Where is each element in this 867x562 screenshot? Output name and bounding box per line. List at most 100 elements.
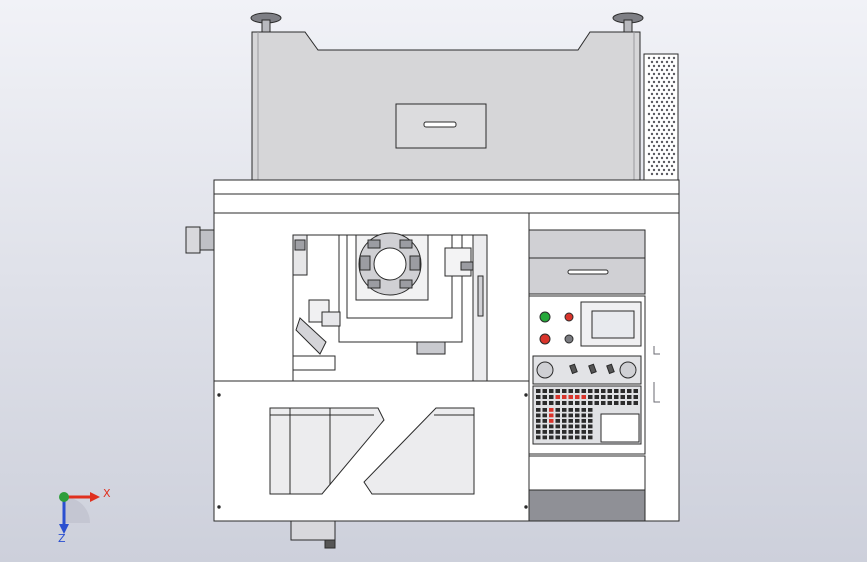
keyboard-key[interactable] — [575, 413, 580, 418]
keyboard-key[interactable] — [555, 413, 561, 418]
keyboard-key[interactable] — [581, 401, 587, 405]
keyboard-key[interactable] — [542, 395, 548, 399]
keyboard-key[interactable] — [542, 408, 548, 412]
keyboard-key[interactable] — [620, 389, 626, 393]
keyboard-key[interactable] — [568, 389, 574, 393]
keyboard-key[interactable] — [568, 435, 574, 440]
keyboard-key[interactable] — [542, 413, 548, 418]
keyboard-key[interactable] — [575, 395, 580, 399]
keyboard-key[interactable] — [549, 389, 554, 393]
keyboard-key[interactable] — [536, 389, 541, 393]
keyboard-key[interactable] — [536, 419, 541, 423]
keyboard-key[interactable] — [588, 435, 593, 440]
keyboard-key[interactable] — [607, 389, 613, 393]
keyboard-key[interactable] — [562, 430, 567, 434]
keyboard-key[interactable] — [588, 430, 593, 434]
keyboard-key[interactable] — [562, 424, 567, 429]
keyboard-key[interactable] — [555, 419, 561, 423]
keyboard-key[interactable] — [575, 435, 580, 440]
keyboard-key[interactable] — [549, 395, 554, 399]
keyboard-key[interactable] — [627, 401, 632, 405]
keyboard-key[interactable] — [568, 419, 574, 423]
keyboard-key[interactable] — [601, 401, 606, 405]
keyboard-key[interactable] — [601, 395, 606, 399]
keyboard-key[interactable] — [581, 424, 587, 429]
keyboard-key[interactable] — [562, 408, 567, 412]
keyboard-key[interactable] — [562, 435, 567, 440]
keyboard-key[interactable] — [588, 413, 593, 418]
keyboard-key[interactable] — [607, 395, 613, 399]
keyboard-key[interactable] — [581, 419, 587, 423]
keyboard-key[interactable] — [594, 401, 600, 405]
keyboard-key[interactable] — [614, 395, 619, 399]
keyboard-key[interactable] — [568, 430, 574, 434]
keyboard-key[interactable] — [575, 408, 580, 412]
keyboard-key[interactable] — [549, 424, 554, 429]
keyboard-key[interactable] — [555, 408, 561, 412]
keyboard-key[interactable] — [542, 389, 548, 393]
keyboard-key[interactable] — [542, 424, 548, 429]
keyboard-key[interactable] — [562, 401, 567, 405]
keyboard-key[interactable] — [581, 435, 587, 440]
keyboard-key[interactable] — [575, 401, 580, 405]
keyboard-key[interactable] — [581, 389, 587, 393]
keyboard-key[interactable] — [627, 389, 632, 393]
keyboard-key[interactable] — [568, 401, 574, 405]
keyboard-key[interactable] — [549, 419, 554, 423]
keyboard-key[interactable] — [581, 408, 587, 412]
keyboard-key[interactable] — [536, 435, 541, 440]
keyboard-key[interactable] — [575, 430, 580, 434]
keyboard-key[interactable] — [536, 430, 541, 434]
keyboard-key[interactable] — [568, 395, 574, 399]
keyboard-key[interactable] — [633, 389, 639, 393]
keyboard-key[interactable] — [581, 395, 587, 399]
keyboard-key[interactable] — [627, 395, 632, 399]
keyboard-key[interactable] — [536, 413, 541, 418]
keyboard-key[interactable] — [536, 401, 541, 405]
keyboard-key[interactable] — [549, 430, 554, 434]
keyboard-key[interactable] — [549, 408, 554, 412]
keyboard-key[interactable] — [575, 389, 580, 393]
keyboard-key[interactable] — [542, 401, 548, 405]
keyboard-key[interactable] — [562, 413, 567, 418]
keyboard-key[interactable] — [588, 395, 593, 399]
keyboard-key[interactable] — [620, 395, 626, 399]
keyboard-key[interactable] — [555, 430, 561, 434]
keyboard-key[interactable] — [607, 401, 613, 405]
keyboard-key[interactable] — [562, 389, 567, 393]
keyboard-key[interactable] — [542, 435, 548, 440]
keyboard-key[interactable] — [601, 389, 606, 393]
keyboard-key[interactable] — [575, 419, 580, 423]
keyboard-key[interactable] — [588, 408, 593, 412]
keyboard-key[interactable] — [562, 419, 567, 423]
keyboard-key[interactable] — [549, 401, 554, 405]
keyboard-key[interactable] — [588, 424, 593, 429]
keyboard-key[interactable] — [555, 395, 561, 399]
keyboard-key[interactable] — [620, 401, 626, 405]
keyboard-key[interactable] — [542, 419, 548, 423]
keyboard-key[interactable] — [588, 401, 593, 405]
keyboard-key[interactable] — [536, 424, 541, 429]
keyboard-key[interactable] — [594, 395, 600, 399]
keyboard-key[interactable] — [562, 395, 567, 399]
keyboard-key[interactable] — [581, 413, 587, 418]
keyboard-key[interactable] — [594, 389, 600, 393]
keyboard-key[interactable] — [568, 408, 574, 412]
keyboard-key[interactable] — [633, 401, 639, 405]
keyboard-key[interactable] — [549, 413, 554, 418]
keyboard-key[interactable] — [614, 401, 619, 405]
keyboard-key[interactable] — [555, 389, 561, 393]
keyboard-key[interactable] — [581, 430, 587, 434]
keyboard-key[interactable] — [614, 389, 619, 393]
keyboard-key[interactable] — [575, 424, 580, 429]
keyboard-key[interactable] — [536, 395, 541, 399]
keyboard-key[interactable] — [555, 424, 561, 429]
keyboard-key[interactable] — [542, 430, 548, 434]
keyboard-key[interactable] — [555, 401, 561, 405]
keyboard-key[interactable] — [633, 395, 639, 399]
keyboard-key[interactable] — [588, 389, 593, 393]
keyboard-key[interactable] — [536, 408, 541, 412]
keyboard-key[interactable] — [555, 435, 561, 440]
keyboard-key[interactable] — [568, 413, 574, 418]
